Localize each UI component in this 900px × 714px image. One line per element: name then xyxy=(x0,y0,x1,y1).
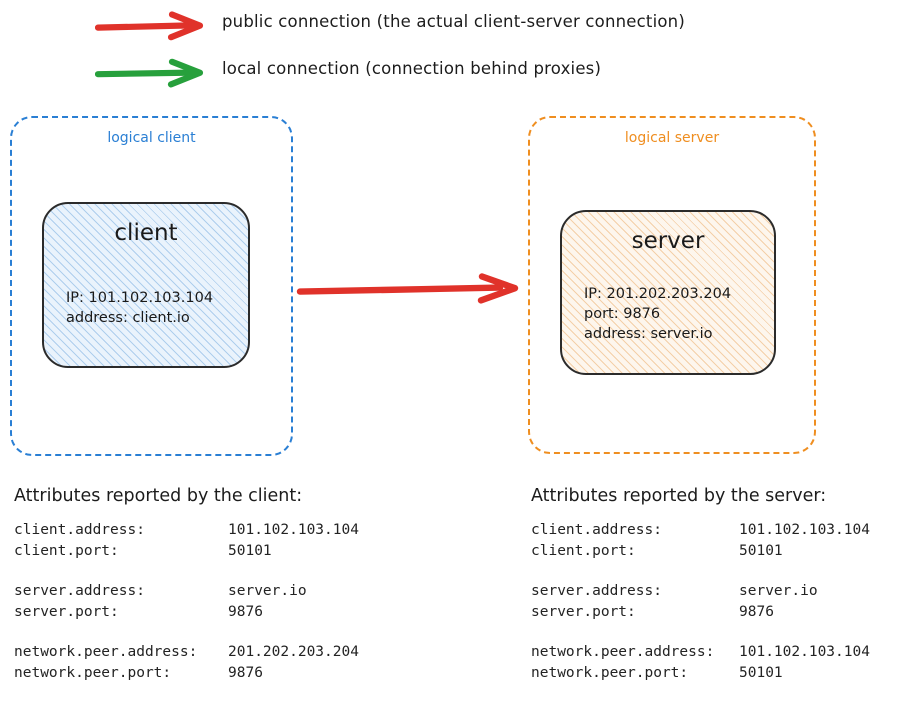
logical-server-label: logical server xyxy=(601,130,743,146)
table-row: server.port: 9876 xyxy=(14,602,359,623)
attribute-value: 101.102.103.104 xyxy=(739,522,870,538)
table-group-gap xyxy=(531,622,870,642)
table-row: network.peer.port: 9876 xyxy=(14,663,359,684)
table-row: client.address: 101.102.103.104 xyxy=(531,520,870,541)
client-node-detail-address: address: client.io xyxy=(66,310,190,326)
attribute-key: network.peer.address: xyxy=(14,644,198,660)
table-row: server.address: server.io xyxy=(531,581,870,602)
server-node: server IP: 201.202.203.204 port: 9876 ad… xyxy=(560,210,776,375)
server-node-details: IP: 201.202.203.204 port: 9876 address: … xyxy=(584,284,731,344)
green-right-arrow-icon xyxy=(94,55,210,91)
attribute-value: 101.102.103.104 xyxy=(228,522,359,538)
logical-client-label: logical client xyxy=(81,130,222,146)
legend-label-public-connection: public connection (the actual client-ser… xyxy=(222,12,685,31)
attribute-value: 101.102.103.104 xyxy=(739,644,870,660)
attributes-panel-server: Attributes reported by the server: clien… xyxy=(531,486,900,683)
attribute-key: server.port: xyxy=(14,603,119,620)
client-node: client IP: 101.102.103.104 address: clie… xyxy=(42,202,250,368)
attribute-value: server.io xyxy=(739,583,818,599)
attribute-key: network.peer.address: xyxy=(531,644,715,660)
attribute-value: 50101 xyxy=(228,542,272,559)
server-node-detail-ip: IP: 201.202.203.204 xyxy=(584,286,732,302)
attribute-key: network.peer.port: xyxy=(14,664,172,681)
table-row: server.port: 9876 xyxy=(531,602,870,623)
table-row: network.peer.port: 50101 xyxy=(531,663,870,684)
client-node-title: client xyxy=(114,220,178,246)
attribute-key: network.peer.port: xyxy=(531,664,689,681)
attribute-value: 9876 xyxy=(739,603,774,620)
legend: public connection (the actual client-ser… xyxy=(0,0,900,100)
attributes-panel-client: Attributes reported by the client: clien… xyxy=(14,486,434,683)
attribute-key: server.address: xyxy=(14,583,145,599)
attribute-key: server.address: xyxy=(531,583,662,599)
table-row: client.address: 101.102.103.104 xyxy=(14,520,359,541)
attribute-key: server.port: xyxy=(531,603,636,620)
attribute-value: server.io xyxy=(228,583,307,599)
table-group-gap xyxy=(14,561,359,581)
attribute-key: client.address: xyxy=(531,522,662,538)
attribute-value: 201.202.203.204 xyxy=(228,644,359,660)
attributes-panel-client-heading: Attributes reported by the client: xyxy=(14,486,303,506)
attribute-key: client.port: xyxy=(14,542,119,559)
server-node-title: server xyxy=(631,228,705,254)
attribute-value: 50101 xyxy=(739,542,783,559)
table-row: client.port: 50101 xyxy=(531,541,870,562)
public-connection-arrow xyxy=(296,268,522,310)
attribute-value: 50101 xyxy=(739,664,783,681)
table-row: client.port: 50101 xyxy=(14,541,359,562)
server-node-detail-address: address: server.io xyxy=(584,326,713,342)
logical-client-container: logical client xyxy=(10,116,293,456)
red-right-arrow-icon xyxy=(94,8,210,44)
client-node-details: IP: 101.102.103.104 address: client.io xyxy=(66,288,213,328)
table-group-gap xyxy=(14,622,359,642)
attribute-key: client.address: xyxy=(14,522,145,538)
table-row: server.address: server.io xyxy=(14,581,359,602)
logical-server-container: logical server xyxy=(528,116,816,454)
legend-item-public-connection: public connection (the actual client-ser… xyxy=(0,8,900,48)
server-node-detail-port: port: 9876 xyxy=(584,306,661,322)
attributes-panel-server-heading: Attributes reported by the server: xyxy=(531,486,827,506)
attribute-value: 9876 xyxy=(228,603,263,620)
attribute-value: 9876 xyxy=(228,664,263,681)
legend-label-local-connection: local connection (connection behind prox… xyxy=(222,59,602,78)
client-node-detail-ip: IP: 101.102.103.104 xyxy=(66,290,214,306)
attributes-table-client: client.address: 101.102.103.104 client.p… xyxy=(14,520,359,683)
attribute-key: client.port: xyxy=(531,542,636,559)
legend-item-local-connection: local connection (connection behind prox… xyxy=(0,55,900,95)
attributes-table-server: client.address: 101.102.103.104 client.p… xyxy=(531,520,870,683)
table-group-gap xyxy=(531,561,870,581)
table-row: network.peer.address: 201.202.203.204 xyxy=(14,642,359,663)
table-row: network.peer.address: 101.102.103.104 xyxy=(531,642,870,663)
